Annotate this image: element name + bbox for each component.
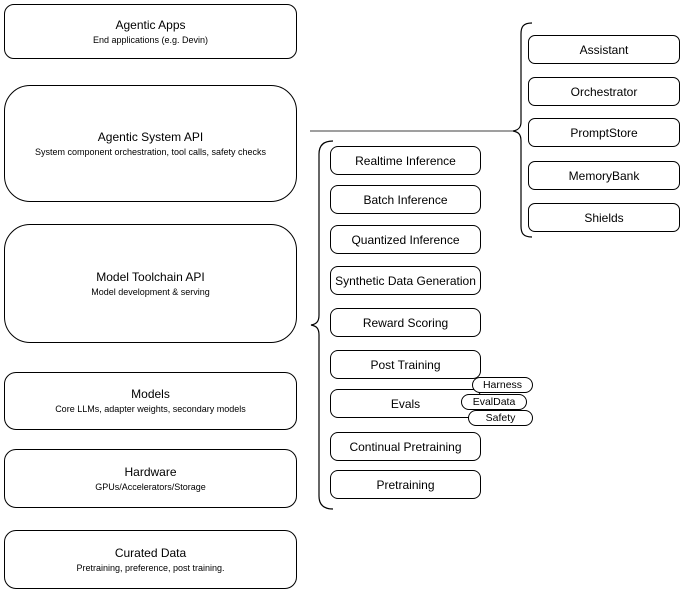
service-box-continual-pretraining: Continual Pretraining [330,432,481,461]
agentic-apps-box: Agentic Apps End applications (e.g. Devi… [4,4,297,59]
hardware-box: Hardware GPUs/Accelerators/Storage [4,449,297,508]
hardware-title: Hardware [124,464,177,479]
model-toolchain-api-subtitle: Model development & serving [91,286,210,297]
agentic-system-api-title: Agentic System API [97,129,204,144]
service-box-reward-scoring: Reward Scoring [330,308,481,337]
service-box-synthetic-data-generation: Synthetic Data Generation [330,266,481,295]
agentic-apps-title: Agentic Apps [115,17,186,32]
models-subtitle: Core LLMs, adapter weights, secondary mo… [55,404,246,414]
models-box: Models Core LLMs, adapter weights, secon… [4,372,297,430]
component-box-assistant: Assistant [528,35,680,64]
service-box-evals: Evals [330,389,481,418]
evals-badge-harness: Harness [472,377,533,393]
model-toolchain-api-title: Model Toolchain API [96,269,205,284]
model-toolchain-api-box: Model Toolchain API Model development & … [4,224,297,343]
service-box-quantized-inference: Quantized Inference [330,225,481,254]
component-box-orchestrator: Orchestrator [528,77,680,106]
curated-data-subtitle: Pretraining, preference, post training. [76,562,225,573]
service-box-post-training: Post Training [330,350,481,379]
component-box-memorybank: MemoryBank [528,161,680,190]
agentic-apps-subtitle: End applications (e.g. Devin) [92,34,209,45]
curated-data-title: Curated Data [114,545,187,560]
evals-badge-evaldata: EvalData [461,394,527,410]
service-box-pretraining: Pretraining [330,470,481,499]
component-box-promptstore: PromptStore [528,118,680,147]
models-title: Models [131,387,170,401]
curated-data-box: Curated Data Pretraining, preference, po… [4,530,297,589]
service-box-realtime-inference: Realtime Inference [330,146,481,175]
agentic-system-api-box: Agentic System API System component orch… [4,85,297,202]
evals-badge-safety: Safety [468,410,533,426]
component-box-shields: Shields [528,203,680,232]
service-box-batch-inference: Batch Inference [330,185,481,214]
agentic-system-api-subtitle: System component orchestration, tool cal… [34,146,267,157]
hardware-subtitle: GPUs/Accelerators/Storage [95,481,206,492]
